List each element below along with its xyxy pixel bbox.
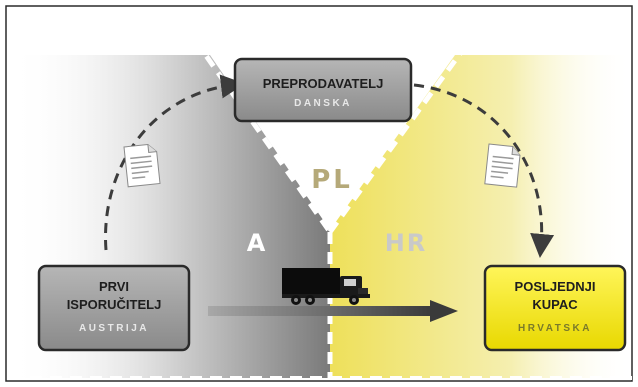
node-first-supplier: PRVI ISPORUČITELJ AUSTRIJA bbox=[37, 264, 191, 352]
region-label-croatia: HR bbox=[385, 229, 428, 257]
node-reseller-title: PREPRODAVATELJ bbox=[263, 76, 384, 91]
node-first-supplier-title-line2: ISPORUČITELJ bbox=[67, 297, 162, 312]
node-first-supplier-country: AUSTRIJA bbox=[79, 323, 149, 334]
node-last-buyer-title-line2: KUPAC bbox=[532, 297, 578, 312]
node-first-supplier-title-line1: PRVI bbox=[99, 279, 129, 294]
node-last-buyer-country: HRVATSKA bbox=[518, 323, 592, 334]
document-icon bbox=[123, 143, 161, 188]
node-reseller: PREPRODAVATELJ DANSKA bbox=[233, 57, 413, 123]
region-label-austria: A bbox=[247, 229, 266, 257]
region-label-poland: PL bbox=[311, 165, 353, 195]
node-reseller-country: DANSKA bbox=[294, 98, 352, 109]
node-last-buyer-title-line1: POSLJEDNJI bbox=[515, 279, 596, 294]
document-icon bbox=[484, 143, 521, 188]
node-last-buyer: POSLJEDNJI KUPAC HRVATSKA bbox=[483, 264, 627, 352]
goods-flow-arrow bbox=[208, 300, 458, 322]
truck-icon bbox=[282, 268, 370, 305]
